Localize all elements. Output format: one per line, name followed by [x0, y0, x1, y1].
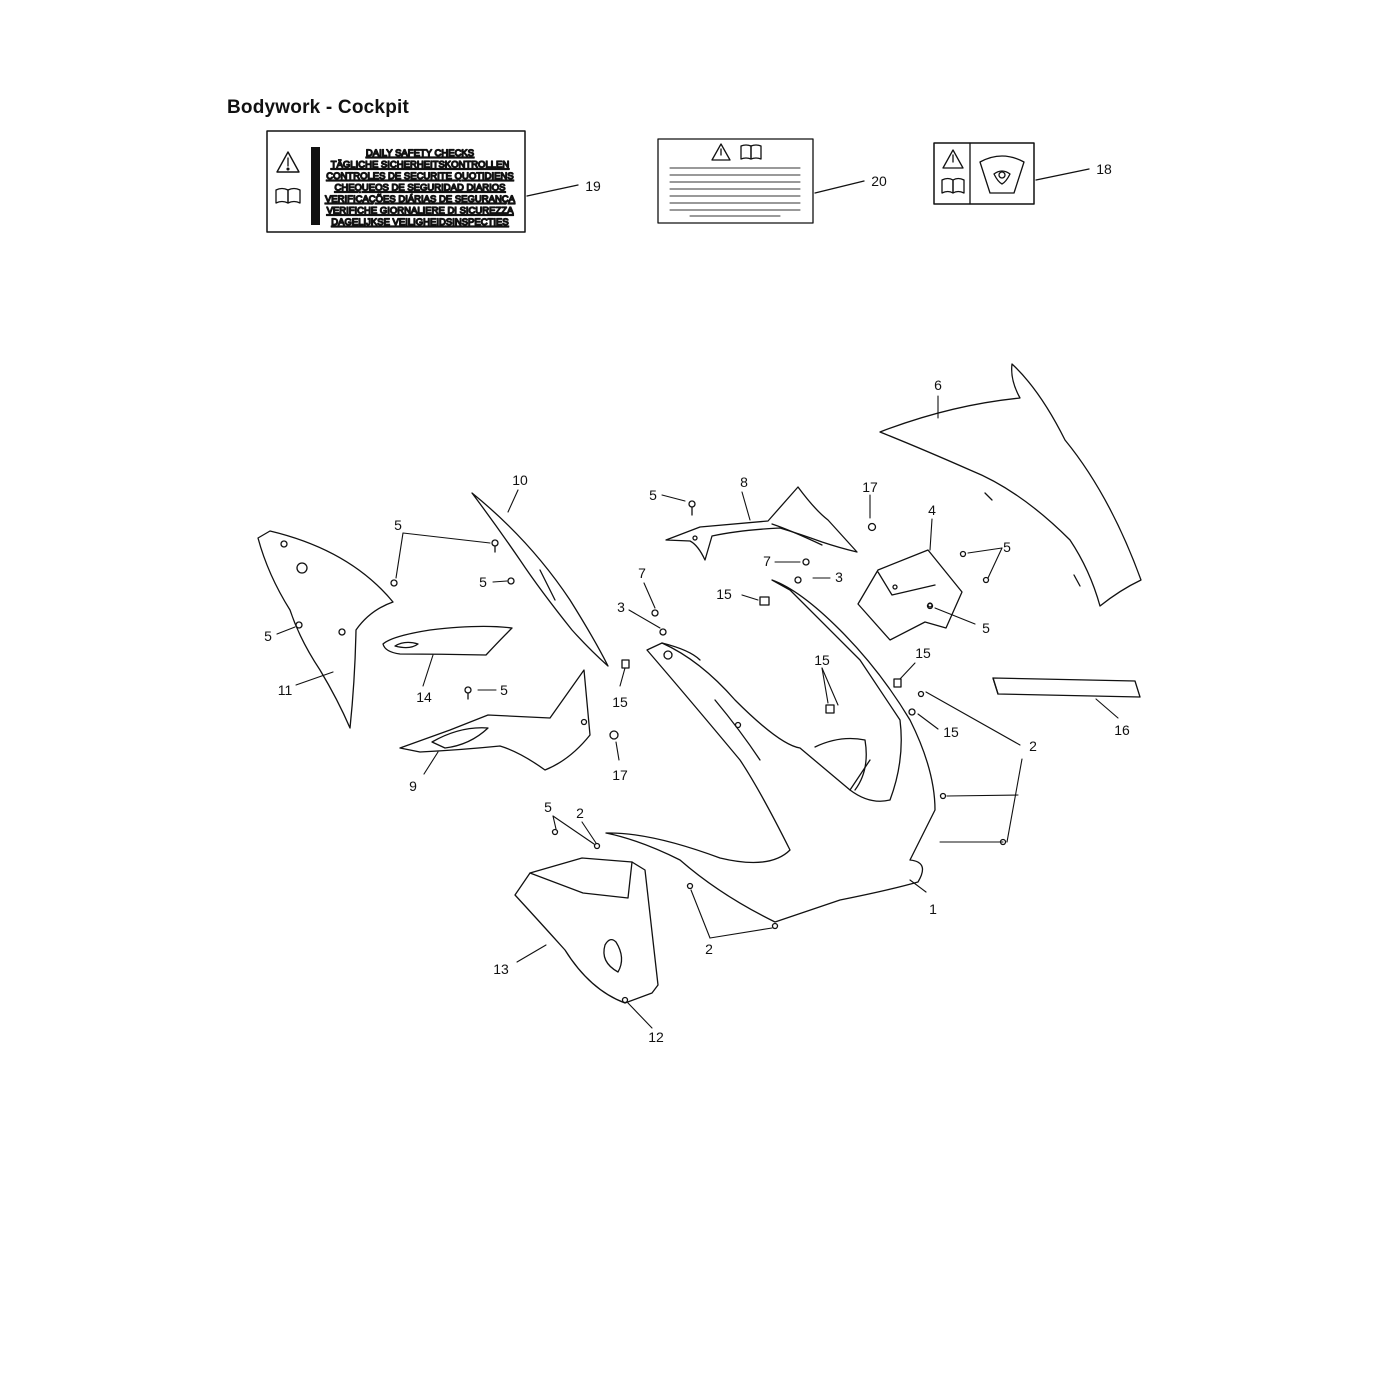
callout-4: 4 — [928, 502, 936, 518]
callout-16: 16 — [1114, 722, 1130, 738]
decal-19-line-5: VERIFICAÇÕES DIÁRIAS DE SEGURANÇA — [325, 194, 516, 205]
callout-5-lower: 5 — [500, 682, 508, 698]
callout-5-mid: 5 — [479, 574, 487, 590]
callout-5-left: 5 — [394, 517, 402, 533]
callout-18: 18 — [1096, 161, 1112, 177]
callout-2-right: 2 — [1029, 738, 1037, 754]
callout-19: 19 — [585, 178, 601, 194]
part-8-inner-panel — [665, 486, 858, 561]
callout-9: 9 — [409, 778, 417, 794]
part-6-windscreen — [879, 363, 1142, 607]
callout-2-bottom: 2 — [705, 941, 713, 957]
callout-10: 10 — [512, 472, 528, 488]
callout-7-right: 7 — [763, 553, 771, 569]
decal-20 — [657, 138, 814, 224]
decal-19-line-4: CHEQUEOS DE SEGURIDAD DIARIOS — [334, 183, 505, 194]
callout-15-top: 15 — [716, 586, 732, 602]
manual-book-icon — [941, 177, 965, 194]
callout-8: 8 — [740, 474, 748, 490]
decal-19-line-6: VERIFICHE GIORNALIERE DI SICUREZZA — [327, 206, 515, 217]
callout-15-right-bottom: 15 — [943, 724, 959, 740]
callout-15-center: 15 — [814, 652, 830, 668]
warning-triangle-icon — [942, 149, 964, 169]
part-9-lower-panel — [399, 669, 591, 771]
part-16-strip — [992, 677, 1141, 698]
leader-lines — [276, 395, 1119, 1029]
callout-1: 1 — [929, 901, 937, 917]
part-13-lower-panel — [514, 857, 659, 1004]
callout-5-top: 5 — [649, 487, 657, 503]
part-1-front-fairing — [605, 579, 936, 923]
callout-11: 11 — [278, 682, 293, 698]
callout-3-left: 3 — [617, 599, 625, 615]
callout-15-right-top: 15 — [915, 645, 931, 661]
manual-book-icon — [740, 144, 762, 160]
part-4-bracket — [857, 549, 963, 641]
callout-5-far-left: 5 — [264, 628, 272, 644]
callout-17-bottom: 17 — [612, 767, 628, 783]
callout-3-right: 3 — [835, 569, 843, 585]
callout-14: 14 — [416, 689, 432, 705]
callout-2-top-left: 2 — [576, 805, 584, 821]
callout-5-bottom: 5 — [544, 799, 552, 815]
decal-19-line-2: TÄGLICHE SICHERHEITSKONTROLLEN — [331, 160, 510, 171]
callout-17-top: 17 — [862, 479, 878, 495]
decal-19-line-3: CONTROLES DE SECURITE QUOTIDIENS — [326, 171, 513, 182]
page-title: Bodywork - Cockpit — [227, 97, 410, 118]
decal-18 — [933, 142, 1035, 205]
decal-19: DAILY SAFETY CHECKS TÄGLICHE SICHERHEITS… — [266, 130, 526, 233]
callout-7-left: 7 — [638, 565, 646, 581]
fasteners — [295, 500, 1007, 1004]
callout-13: 13 — [493, 961, 509, 977]
callout-20: 20 — [871, 173, 887, 189]
part-14-infill-panel — [382, 625, 513, 656]
decal-19-line-1: DAILY SAFETY CHECKS — [366, 148, 474, 159]
callout-12: 12 — [648, 1029, 664, 1045]
decal-19-line-7: DAGELIJKSE VEILIGHEIDSINSPECTIES — [331, 217, 508, 228]
part-11-side-panel — [257, 530, 394, 729]
decal-20-fine-print — [669, 167, 801, 217]
warning-triangle-icon — [711, 143, 731, 161]
callout-numbers: 19 20 18 6 10 5 8 17 4 5 5 7 3 5 7 15 3 … — [264, 161, 1130, 1045]
callout-15-left: 15 — [612, 694, 628, 710]
callout-5-right-bottom: 5 — [982, 620, 990, 636]
warning-triangle-icon — [276, 151, 300, 173]
part-10-side-trim — [471, 492, 609, 667]
callout-6: 6 — [934, 377, 942, 393]
manual-book-icon — [275, 187, 301, 204]
windscreen-cleaning-icon — [979, 155, 1025, 194]
callout-5-right-top: 5 — [1003, 539, 1011, 555]
